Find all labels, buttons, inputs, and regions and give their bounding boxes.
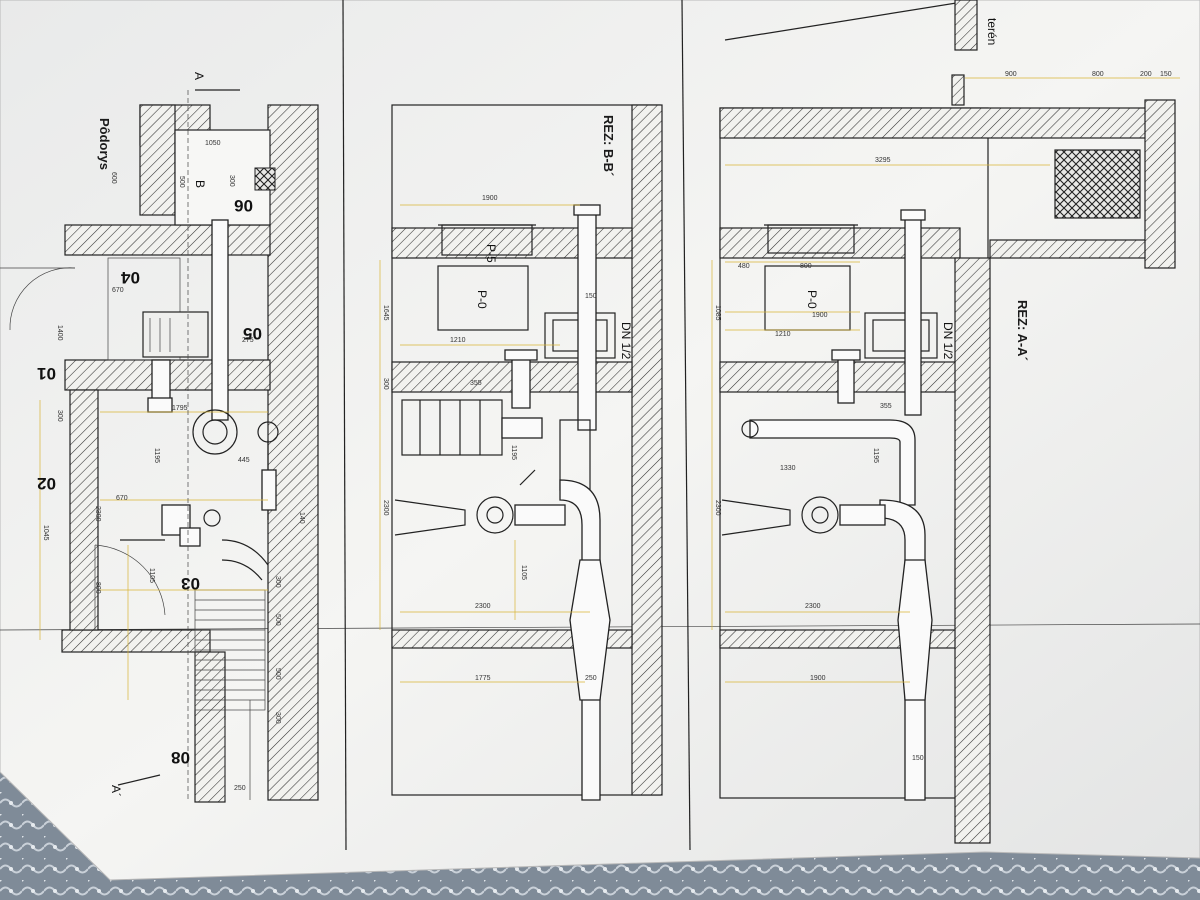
section-b-dim-355: 355 bbox=[470, 380, 482, 387]
section-b-dim-1645: 1645 bbox=[382, 305, 389, 321]
plan-title: Pôdorys bbox=[97, 118, 112, 170]
plan-dim-300c: 300 bbox=[56, 410, 63, 422]
plan-dim-1795: 1795 bbox=[172, 405, 188, 412]
plan-dim-500b: 500 bbox=[274, 668, 281, 680]
section-b-label-p0: P-0 bbox=[475, 290, 489, 309]
plan-dim-300a: 300 bbox=[274, 576, 281, 588]
section-a-dim-355: 355 bbox=[880, 403, 892, 410]
section-b-dim-1195: 1195 bbox=[510, 445, 517, 460]
section-b-dim-1105: 1105 bbox=[520, 565, 527, 580]
plan-dim-1050: 1050 bbox=[205, 140, 221, 147]
section-b-dim-250: 250 bbox=[585, 675, 597, 682]
section-a-dim-800a: 800 bbox=[1092, 71, 1104, 78]
room-08: 08 bbox=[171, 748, 190, 767]
plan-dim-2300: 2300 bbox=[94, 506, 101, 522]
plan-dim-1045: 1045 bbox=[42, 525, 49, 541]
section-b-dim-2300b: 2300 bbox=[475, 603, 491, 610]
section-a-dim-2300b: 2300 bbox=[805, 603, 821, 610]
section-a-dim-1085: 1085 bbox=[714, 305, 721, 321]
plan-dim-800: 800 bbox=[94, 582, 101, 594]
section-a-dim-1330: 1330 bbox=[780, 465, 796, 472]
room-03: 03 bbox=[181, 574, 200, 593]
plan-dim-1195: 1195 bbox=[153, 448, 160, 463]
plan-dim-600: 600 bbox=[110, 172, 117, 184]
section-a-dim-3295: 3295 bbox=[875, 157, 891, 164]
section-a-dim-1195: 1195 bbox=[872, 448, 879, 463]
section-a-title: REZ: A-A´ bbox=[1015, 300, 1030, 361]
room-04: 04 bbox=[121, 268, 140, 287]
plan-dim-140: 140 bbox=[298, 512, 305, 524]
room-01: 01 bbox=[37, 364, 56, 383]
plan-dim-300b: 300 bbox=[274, 712, 281, 724]
plan-dim-275: 275 bbox=[242, 337, 254, 344]
section-b-dim-1900: 1900 bbox=[482, 195, 498, 202]
room-05: 05 bbox=[243, 324, 262, 343]
section-a-label-p0: P-0 bbox=[805, 290, 819, 309]
plan-dim-1105: 1105 bbox=[148, 568, 155, 583]
frame-divider-left bbox=[342, 0, 347, 851]
section-a-dim-150b: 150 bbox=[912, 755, 924, 762]
frame-divider-right bbox=[681, 0, 691, 851]
section-a-drawing bbox=[711, 0, 1180, 844]
section-a-dim-900: 900 bbox=[1005, 71, 1017, 78]
section-b-dim-2300a: 2300 bbox=[382, 500, 389, 516]
section-b-dim-1210: 1210 bbox=[450, 337, 466, 344]
room-06: 06 bbox=[234, 196, 253, 215]
room-02: 02 bbox=[37, 474, 56, 493]
section-b-dim-300: 300 bbox=[382, 378, 389, 390]
plan-dim-500: 500 bbox=[178, 176, 185, 188]
section-a-terrain-note: terén bbox=[985, 18, 999, 45]
section-b-dim-1775: 1775 bbox=[475, 675, 491, 682]
section-a-dim-2300a: 2300 bbox=[714, 500, 721, 516]
section-a-dim-1900b: 1900 bbox=[810, 675, 826, 682]
section-a-label-dn: DN 1/2 bbox=[941, 322, 955, 360]
section-a-dim-480: 480 bbox=[738, 263, 750, 270]
section-b-title: REZ: B-B´ bbox=[601, 115, 616, 176]
stairs bbox=[194, 589, 266, 711]
floor-plan bbox=[0, 89, 319, 803]
vent-grille bbox=[1054, 149, 1141, 219]
plan-section-mark-b: B bbox=[193, 180, 207, 188]
section-a-dim-1210: 1210 bbox=[775, 331, 791, 338]
section-a-dim-150a: 150 bbox=[1160, 71, 1172, 78]
plan-dim-500a: 500 bbox=[274, 614, 281, 626]
section-a-dim-200: 200 bbox=[1140, 71, 1152, 78]
section-b-label-dn: DN 1/2 bbox=[619, 322, 633, 360]
plan-section-mark-bottom: A´ bbox=[109, 785, 123, 797]
section-a-dim-800b: 800 bbox=[800, 263, 812, 270]
section-a-dim-1900a: 1900 bbox=[812, 312, 828, 319]
plan-dim-670b: 670 bbox=[116, 495, 128, 502]
plan-dim-445: 445 bbox=[238, 457, 250, 464]
section-b-dim-150: 150 bbox=[585, 293, 597, 300]
plan-dim-250: 250 bbox=[234, 785, 246, 792]
plan-dim-670a: 670 bbox=[112, 287, 124, 294]
plan-dim-300: 300 bbox=[228, 175, 235, 187]
plan-dim-1400: 1400 bbox=[56, 325, 63, 341]
section-b-label-p5: P-5 bbox=[484, 244, 498, 263]
plan-section-mark-top: A bbox=[192, 72, 206, 80]
section-b-drawing bbox=[379, 104, 663, 801]
